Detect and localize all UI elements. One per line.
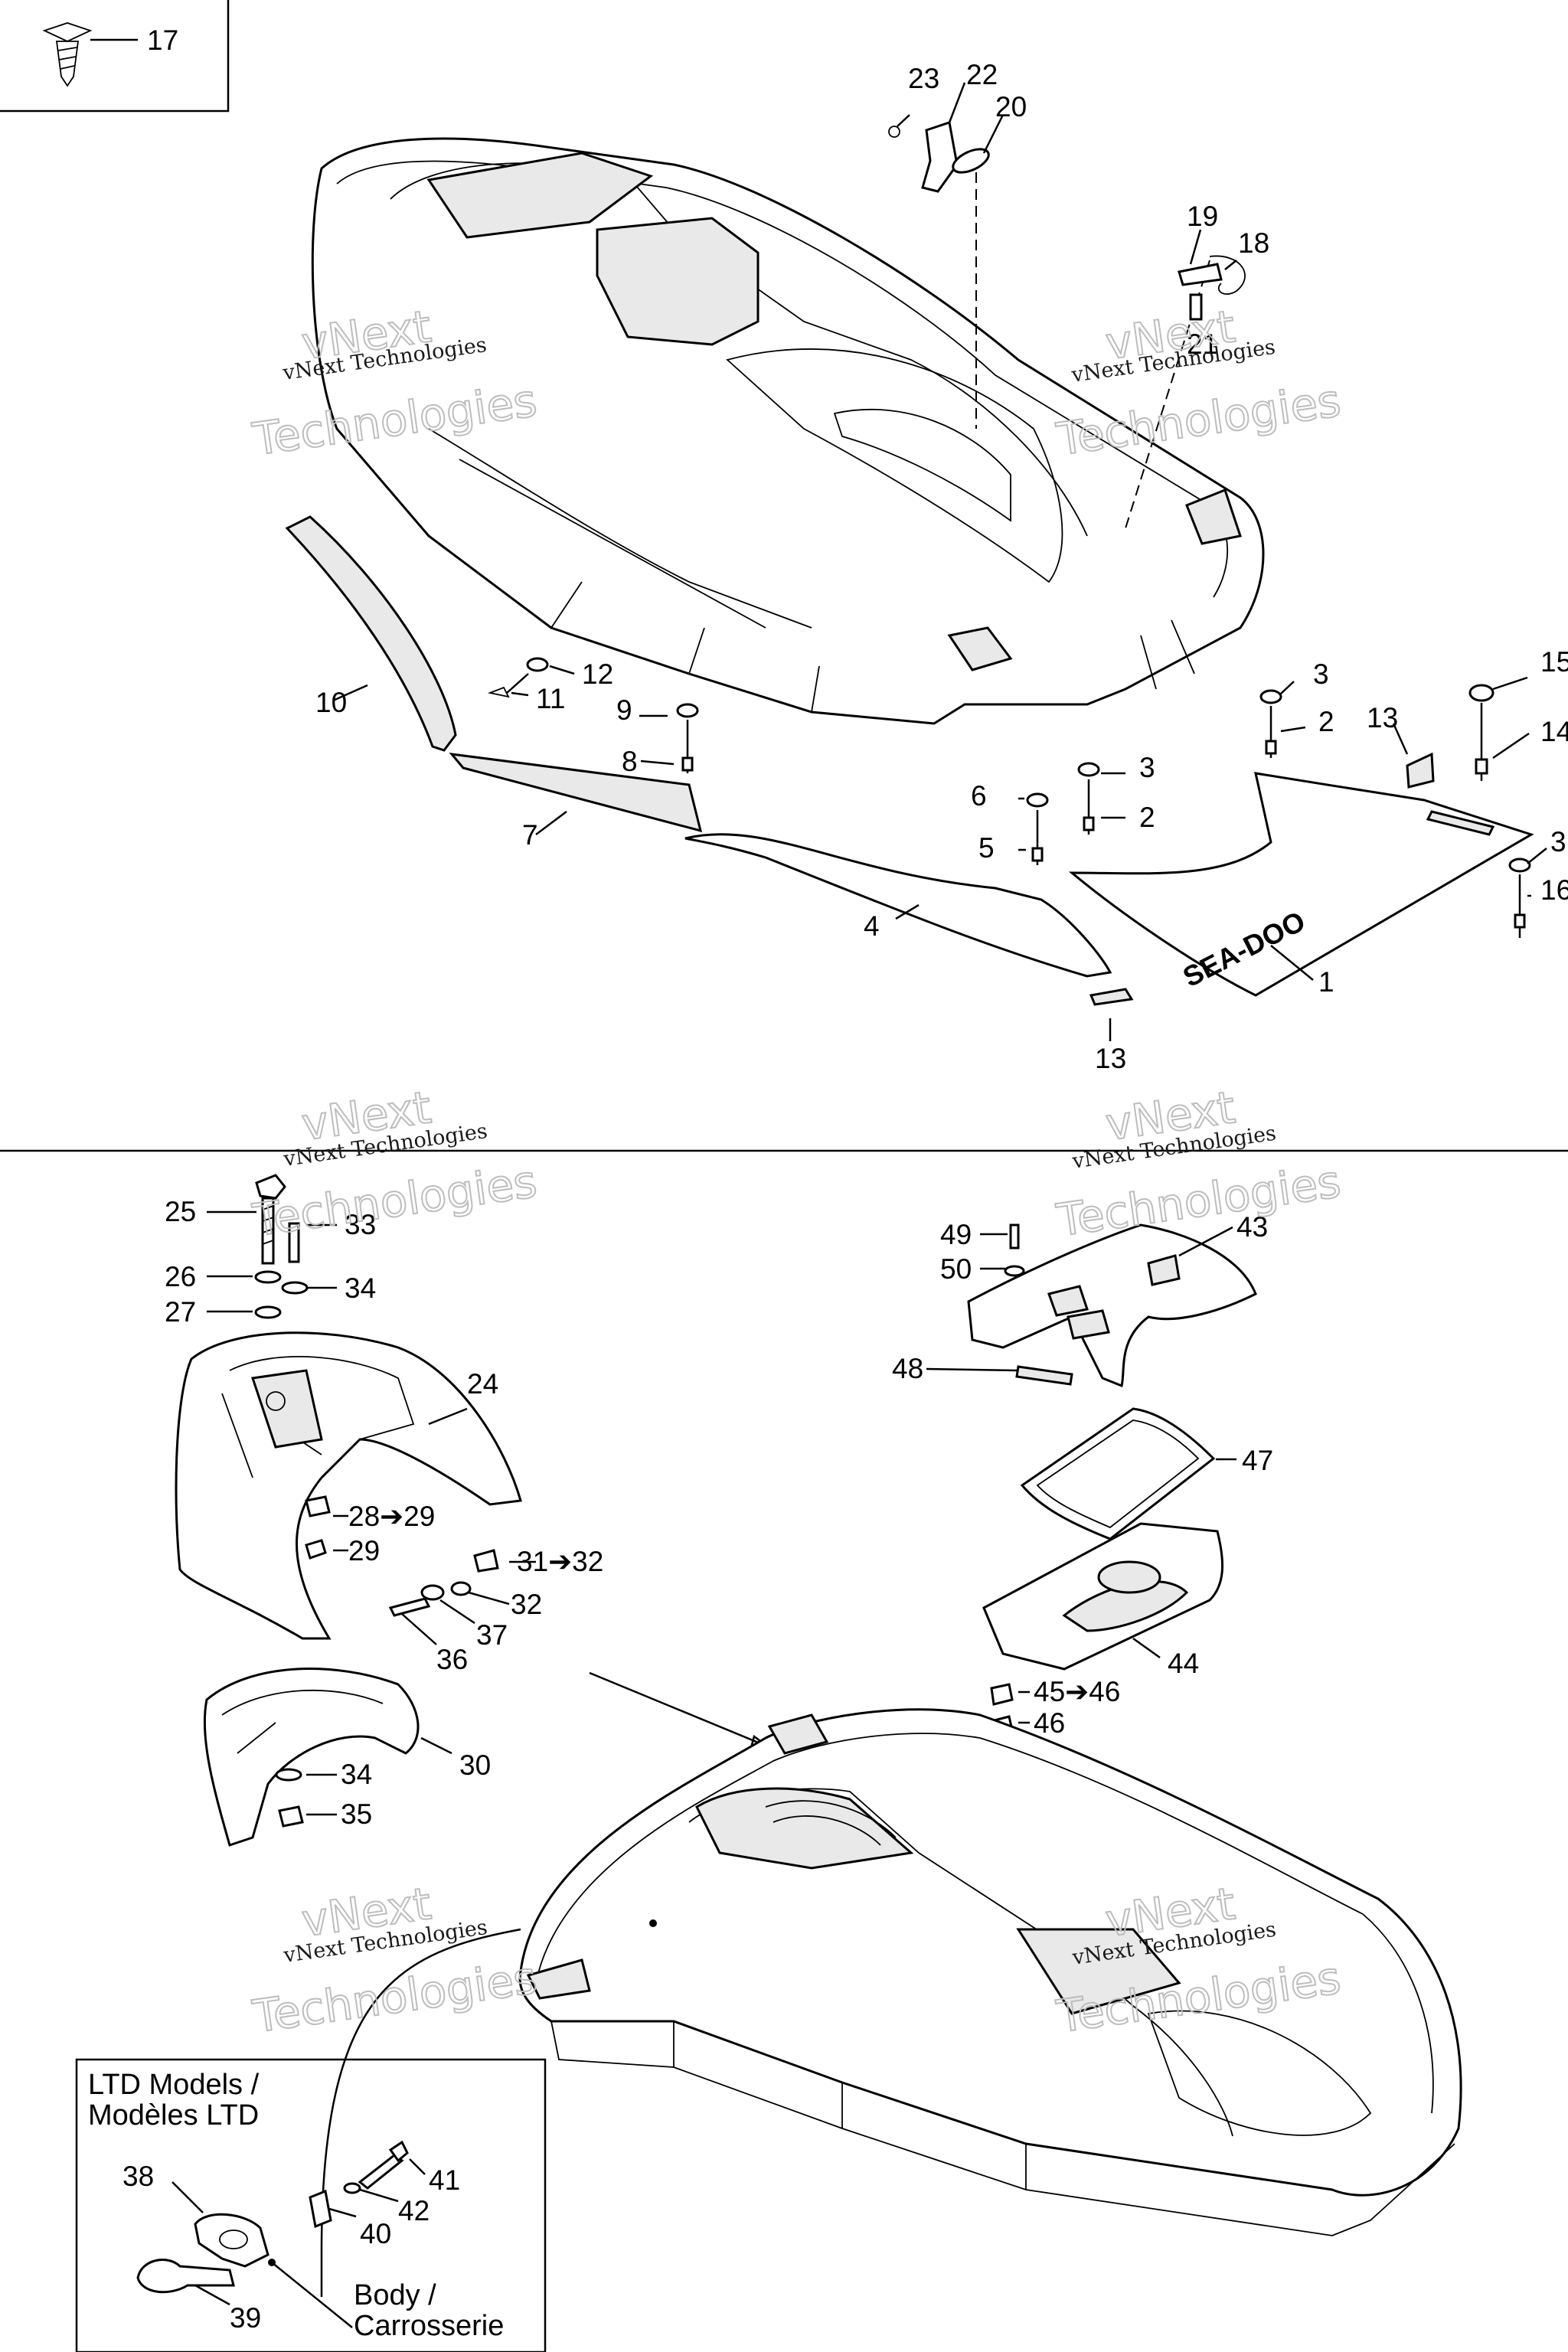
callout-15: 15: [1540, 646, 1568, 678]
callout-27: 27: [165, 1296, 196, 1328]
badge-13: [1406, 752, 1435, 789]
callout-3b: 3: [1313, 658, 1329, 690]
body-label-line1: Body /: [354, 2279, 436, 2311]
leader-lines-top: [332, 82, 1547, 1041]
ltd-models-box: [75, 2058, 547, 2352]
callout-37: 37: [476, 1619, 508, 1651]
body-label-line2: Carrosserie: [354, 2310, 504, 2342]
callout-26: 26: [165, 1261, 196, 1292]
callout-42: 42: [398, 2195, 430, 2226]
callout-49: 49: [940, 1219, 972, 1250]
leader-lines-right: [926, 1226, 1236, 1724]
fasteners-top: [487, 657, 1531, 1006]
tray-44: [982, 1522, 1224, 1736]
fasteners-rear: [254, 1174, 499, 1828]
callout-16: 16: [1540, 874, 1568, 906]
decal-10: [285, 515, 457, 752]
callout-45-46: 45➔46: [1034, 1676, 1120, 1707]
spacer-40: [309, 2189, 332, 2229]
callout-18: 18: [1238, 227, 1269, 259]
callout-3a: 3: [1139, 752, 1155, 783]
callout-3c: 3: [1550, 826, 1566, 858]
callout-40: 40: [360, 2218, 391, 2249]
callout-47: 47: [1242, 1445, 1273, 1476]
callout-50: 50: [940, 1253, 972, 1285]
cover-43: [967, 1223, 1257, 1388]
lower-cover-30: [203, 1668, 420, 1847]
callout-46: 46: [1034, 1707, 1065, 1739]
watermark: vNext Technologies vNext Technologies: [249, 1877, 541, 2043]
callout-32: 32: [511, 1589, 542, 1620]
callout-22: 22: [966, 59, 998, 90]
callout-41: 41: [429, 2164, 460, 2196]
callout-31-32: 31➔32: [517, 1546, 603, 1577]
callout-48: 48: [892, 1353, 923, 1384]
callout-17: 17: [147, 24, 178, 56]
callout-19: 19: [1187, 201, 1218, 232]
callout-33: 33: [345, 1209, 376, 1240]
leader-lines-rear: [207, 1210, 773, 1816]
callout-35: 35: [341, 1798, 372, 1830]
callout-29: 29: [348, 1535, 380, 1566]
watermark: vNext Technologies vNext Technologies: [1053, 1080, 1344, 1247]
callout-6: 6: [971, 780, 987, 812]
screw-17-icon: [42, 22, 93, 87]
callout-43: 43: [1236, 1211, 1268, 1243]
washer-42: [343, 2182, 361, 2194]
callout-14: 14: [1540, 716, 1568, 747]
leader-body: [320, 1928, 521, 2297]
callout-21: 21: [1187, 328, 1218, 360]
callout-11: 11: [536, 683, 565, 714]
rear-cover-24: [175, 1331, 522, 1640]
callout-13a: 13: [1367, 702, 1398, 733]
callout-2b: 2: [1318, 706, 1334, 737]
callout-2a: 2: [1139, 802, 1155, 833]
seal-48: [1015, 1365, 1073, 1386]
callout-13b: 13: [1095, 1043, 1126, 1074]
callout-23: 23: [908, 63, 939, 94]
hull-top-view: [311, 137, 1265, 725]
callout-7: 7: [522, 819, 538, 851]
callout-9: 9: [616, 694, 632, 726]
callout-4: 4: [864, 910, 880, 942]
callout-20: 20: [995, 91, 1027, 122]
clip-19-18-21: [1178, 255, 1246, 321]
callout-10: 10: [315, 687, 347, 718]
ltd-title-line1: LTD Models /: [88, 2069, 260, 2101]
callout-5: 5: [978, 832, 995, 864]
decal-4: [684, 833, 1112, 978]
callout-25: 25: [165, 1196, 196, 1227]
watermark: vNext Technologies vNext Technologies: [1053, 299, 1344, 466]
handle-39: [136, 2259, 235, 2294]
callout-24: 24: [467, 1368, 498, 1400]
callout-28-29: 28➔29: [348, 1501, 435, 1532]
badge-13: [1089, 988, 1134, 1006]
ltd-box-text: LTD Models / Modèles LTD Body / Carrosse…: [88, 2069, 504, 2342]
bezel-38: [194, 2213, 270, 2268]
callout-34b: 34: [341, 1759, 372, 1790]
callout-12: 12: [582, 658, 613, 690]
watermark: vNext Technologies vNext Technologies: [249, 1080, 541, 1247]
svg-text:Technologies: Technologies: [1054, 374, 1344, 466]
callout-labels: 17 23 22 20 19 18 21 12 11 10 9 8 7 4 6 …: [122, 24, 1568, 2334]
decal-7: [449, 753, 703, 833]
callout-44: 44: [1168, 1648, 1199, 1679]
legend-box: [0, 0, 230, 113]
callout-30: 30: [459, 1749, 491, 1781]
callout-36: 36: [436, 1644, 468, 1675]
gasket-47: [1020, 1407, 1216, 1540]
gasket-20: [952, 148, 990, 174]
assembly-line: [1125, 260, 1210, 529]
callout-34a: 34: [345, 1272, 376, 1304]
ltd-title-line2: Modèles LTD: [88, 2099, 259, 2132]
hull-rear-view: [518, 1708, 1462, 2236]
callout-1: 1: [1318, 966, 1334, 998]
callout-8: 8: [622, 746, 638, 777]
callout-38: 38: [122, 2161, 154, 2192]
callout-39: 39: [230, 2302, 261, 2334]
